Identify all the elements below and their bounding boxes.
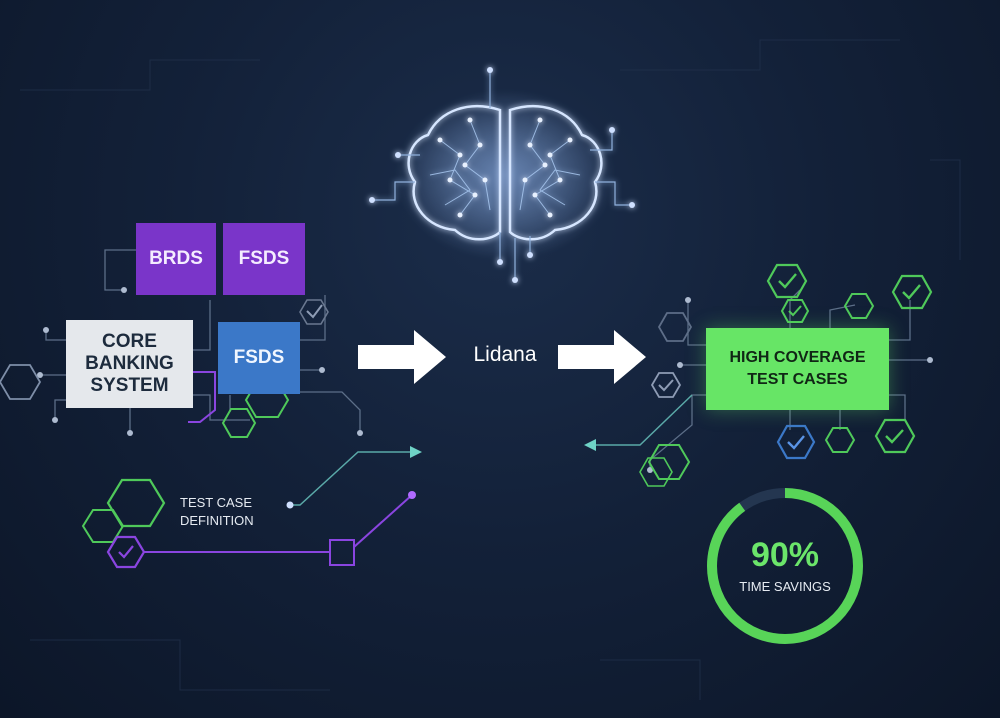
progress-ring-fill bbox=[707, 488, 863, 644]
fsds-top-label: FSDS bbox=[238, 248, 290, 269]
brds-label: BRDS bbox=[149, 248, 203, 269]
hexagon-icon bbox=[657, 312, 693, 342]
brain-icon bbox=[369, 67, 635, 283]
lidana-label: Lidana bbox=[473, 343, 537, 366]
hexagon-icon bbox=[0, 364, 42, 400]
hexagon-icon bbox=[299, 299, 329, 325]
progress-ring bbox=[707, 488, 863, 644]
hexagon-icon bbox=[106, 535, 146, 569]
hexagon-icon bbox=[780, 299, 810, 323]
test-case-definition-label: TEST CASE DEFINITION bbox=[180, 495, 254, 528]
purple-circuit-line bbox=[188, 371, 216, 423]
checkmark-icon bbox=[778, 273, 797, 289]
core-banking-label: CORE BANKING SYSTEM bbox=[85, 331, 174, 396]
hexagon-icon bbox=[776, 424, 816, 460]
return-connector bbox=[584, 394, 693, 451]
hexagon-icon bbox=[221, 408, 257, 438]
hexagon-icon bbox=[874, 418, 916, 454]
high-coverage-label: HIGH COVERAGE TEST CASES bbox=[729, 349, 866, 388]
left-circuit-nodes bbox=[37, 287, 363, 436]
core-banking-system-box: CORE BANKING SYSTEM bbox=[66, 320, 193, 408]
hexagon-icon bbox=[81, 509, 125, 543]
hexagon-icon bbox=[650, 372, 682, 398]
hexagon-icon bbox=[824, 427, 856, 453]
checkmark-icon bbox=[658, 379, 674, 392]
hexagon-icon bbox=[766, 263, 808, 299]
arrow-right-icon bbox=[358, 330, 446, 384]
fsds-lower-label: FSDS bbox=[233, 347, 285, 368]
checkmark-icon bbox=[885, 429, 904, 444]
definition-connector bbox=[144, 446, 422, 566]
hexagon-icon bbox=[647, 444, 691, 480]
checkmark-icon bbox=[306, 304, 323, 319]
time-savings-value: 90% bbox=[750, 536, 820, 574]
time-savings-caption: TIME SAVINGS bbox=[739, 579, 831, 594]
hexagon-icon bbox=[106, 478, 166, 528]
hexagon-icon bbox=[843, 293, 875, 319]
right-circuit-nodes bbox=[647, 297, 933, 473]
hexagon-icon bbox=[639, 457, 673, 487]
background-traces bbox=[20, 39, 961, 700]
arrow-right-icon bbox=[558, 330, 646, 384]
fsds-box-lower: FSDS bbox=[218, 322, 300, 394]
fsds-box-top: FSDS bbox=[223, 223, 305, 295]
brds-box: BRDS bbox=[136, 223, 216, 295]
high-coverage-test-cases-box: HIGH COVERAGE TEST CASES bbox=[706, 328, 889, 410]
checkmark-icon bbox=[788, 305, 802, 317]
checkmark-icon bbox=[902, 284, 921, 300]
checkmark-icon bbox=[787, 435, 805, 450]
hexagon-icon bbox=[891, 274, 933, 310]
checkmark-icon bbox=[118, 545, 134, 559]
